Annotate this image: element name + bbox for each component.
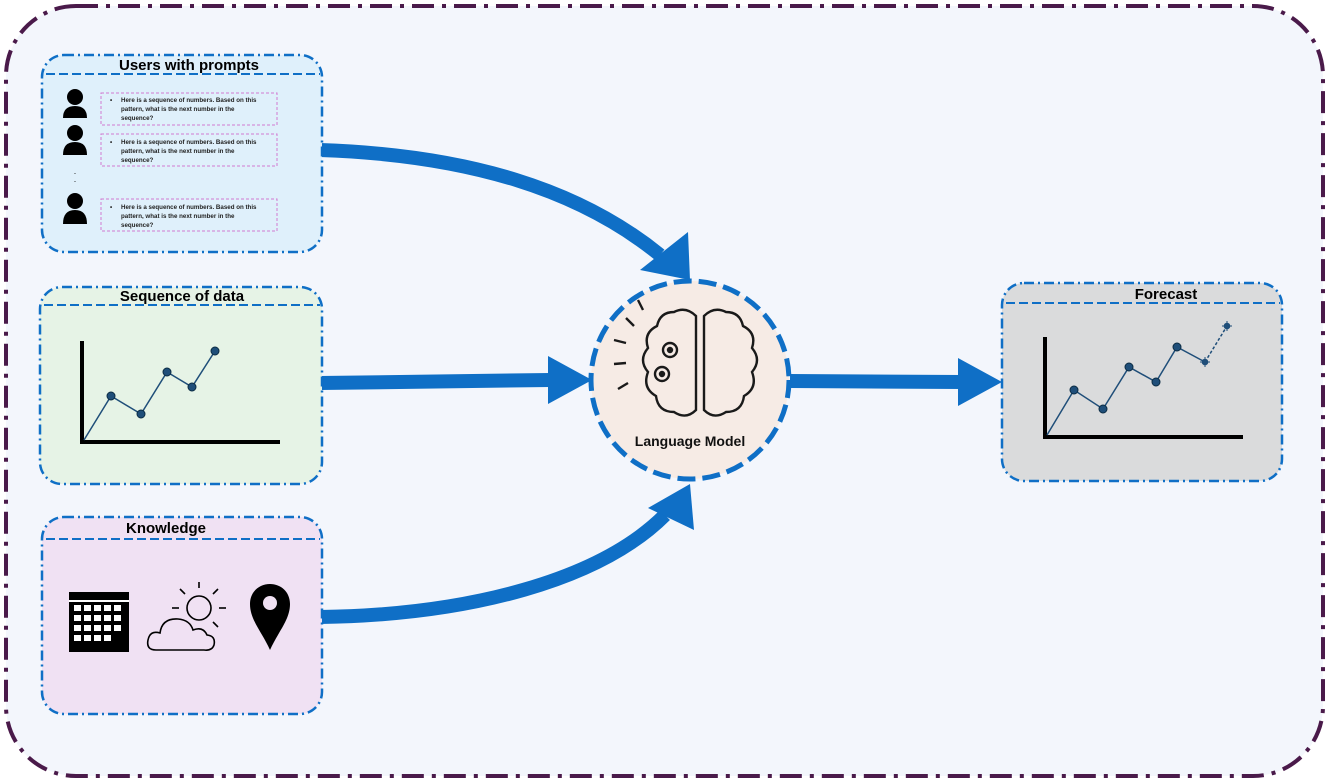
forecast-predicted-points (1200, 321, 1232, 367)
svg-text:•: • (110, 204, 112, 211)
language-model-label: Language Model (635, 433, 745, 449)
sequence-panel-box (38, 285, 324, 486)
arrow-model-to-forecast (789, 374, 963, 389)
forecast-panel-title: Forecast (1135, 286, 1198, 303)
arrow-heads (548, 232, 1002, 530)
sequence-panel: Sequence of data (38, 285, 324, 486)
prompt-box: • Here is a sequence of numbers. Based o… (100, 133, 278, 167)
knowledge-panel: Knowledge (40, 515, 324, 716)
knowledge-panel-box (40, 515, 324, 716)
prompt-line: sequence? (121, 157, 154, 164)
prompt-line: sequence? (121, 222, 154, 229)
location-pin-icon (250, 584, 290, 650)
svg-text:•: • (110, 97, 112, 104)
brain-gears-icon (613, 299, 759, 417)
prompt-line: sequence? (121, 115, 154, 122)
arrow-knowledge-to-model (319, 510, 670, 624)
ellipsis-dots: · (74, 176, 77, 186)
user-icon (63, 89, 87, 118)
prompt-line: pattern, what is the next number in the (121, 213, 235, 220)
user-icon (63, 193, 87, 224)
prompt-line: Here is a sequence of numbers. Based on … (121, 139, 257, 146)
knowledge-panel-title: Knowledge (126, 520, 206, 537)
prompt-line: Here is a sequence of numbers. Based on … (121, 204, 257, 211)
user-icon (63, 125, 87, 155)
arrowhead-users (640, 232, 690, 280)
ellipsis-dots: · (74, 168, 77, 178)
language-model-node: Language Model (588, 278, 792, 482)
language-model-circle (588, 278, 792, 482)
arrowhead-forecast (958, 358, 1002, 406)
forecast-panel-box (1000, 281, 1284, 483)
partly-cloudy-weather-icon (146, 582, 226, 651)
calendar-icon (69, 592, 129, 652)
users-panel-title: Users with prompts (119, 57, 259, 74)
forecast-panel: Forecast (1000, 281, 1284, 483)
users-panel-box (40, 53, 324, 254)
arrowhead-knowledge (648, 484, 694, 530)
prompt-line: Here is a sequence of numbers. Based on … (121, 97, 257, 104)
sequence-panel-title: Sequence of data (120, 288, 245, 305)
arrow-users-to-model (319, 143, 665, 261)
forecast-line-chart-icon (1043, 321, 1243, 439)
arrow-sequence-to-model (319, 373, 551, 390)
users-panel: Users with prompts · · • Here is a seque… (40, 53, 324, 254)
svg-text:•: • (110, 139, 112, 146)
prompt-line: pattern, what is the next number in the (121, 106, 235, 113)
flow-arrows (319, 143, 963, 624)
prompt-box: • Here is a sequence of numbers. Based o… (100, 92, 278, 126)
sequence-line-chart-icon (80, 341, 280, 444)
arrowhead-sequence (548, 356, 592, 404)
prompt-box: • Here is a sequence of numbers. Based o… (100, 198, 278, 232)
prompt-line: pattern, what is the next number in the (121, 148, 235, 155)
